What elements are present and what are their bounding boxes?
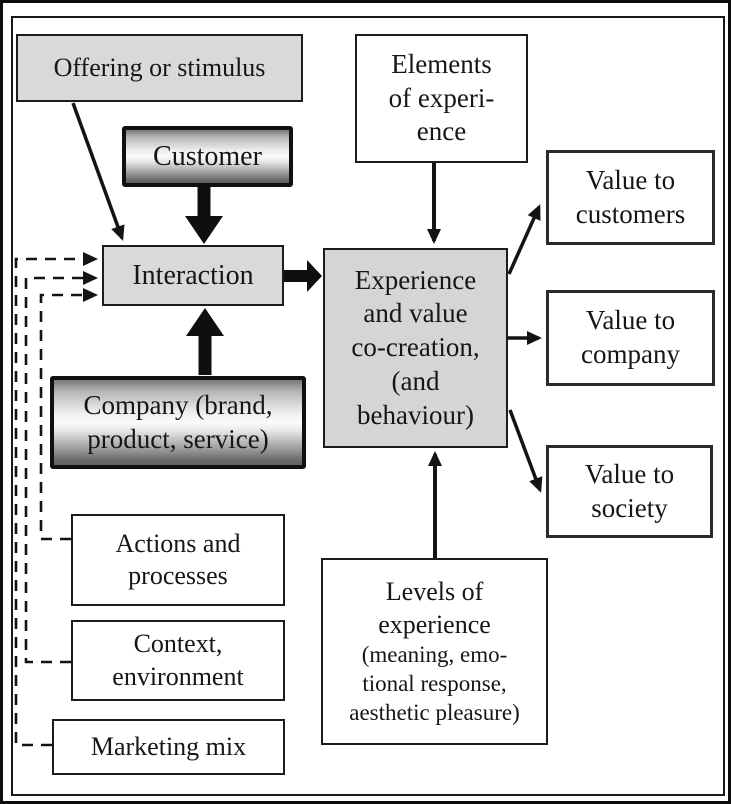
node-actions-line1: Actions and xyxy=(115,528,241,558)
node-value-to-customers: Value to customers xyxy=(546,150,715,245)
node-marketing-mix: Marketing mix xyxy=(52,719,285,775)
node-value-to-society: Value to society xyxy=(546,445,713,538)
node-elements-label-line1: Elements xyxy=(391,48,492,79)
node-context-line1: Context, xyxy=(133,629,223,658)
node-company-label-line2: product, service) xyxy=(87,423,269,454)
node-offering-or-stimulus: Offering or stimulus xyxy=(16,34,303,102)
node-company-label-line1: Company (brand, xyxy=(83,389,273,420)
node-levels-line4: tional response, xyxy=(362,671,507,697)
node-levels-line1: Levels of xyxy=(385,576,484,606)
node-interaction: Interaction xyxy=(102,245,284,306)
node-company: Company (brand, product, service) xyxy=(50,376,306,469)
node-levels-of-experience: Levels of experience (meaning, emo- tion… xyxy=(321,558,548,745)
node-experience-label-line1: Experience xyxy=(354,264,477,295)
node-value-to-company: Value to company xyxy=(546,290,715,386)
node-marketing-label: Marketing mix xyxy=(90,731,247,761)
node-offering-label: Offering or stimulus xyxy=(53,52,266,82)
node-levels-line2: experience xyxy=(378,610,491,640)
node-experience-value-cocreation: Experience and value co-creation, (and b… xyxy=(323,248,508,448)
node-experience-label-line4: (and xyxy=(391,365,440,396)
node-experience-label-line5: behaviour) xyxy=(357,399,474,430)
node-actions-line2: processes xyxy=(128,561,228,590)
node-elements-label-line3: ence xyxy=(416,116,467,147)
node-elements-label-line2: of experi- xyxy=(388,82,495,113)
node-value-customers-line1: Value to xyxy=(585,164,676,195)
node-customer: Customer xyxy=(122,126,293,187)
node-value-company-line2: company xyxy=(581,339,680,369)
node-value-society-line1: Value to xyxy=(584,458,675,489)
node-value-customers-line2: customers xyxy=(575,198,686,229)
node-elements-of-experience: Elements of experi- ence xyxy=(355,34,528,163)
node-levels-line3: (meaning, emo- xyxy=(361,642,508,668)
node-actions-and-processes: Actions and processes xyxy=(71,514,285,606)
node-customer-label: Customer xyxy=(153,141,262,172)
node-interaction-label: Interaction xyxy=(132,260,254,291)
node-context-environment: Context, environment xyxy=(71,620,285,701)
node-experience-label-line2: and value xyxy=(363,298,468,329)
node-context-line2: environment xyxy=(112,661,244,691)
node-experience-label-line3: co-creation, xyxy=(351,332,480,363)
figure-frame xyxy=(11,16,725,796)
node-levels-line5: aesthetic pleasure) xyxy=(349,700,520,726)
node-value-company-line1: Value to xyxy=(585,305,676,336)
node-value-society-line2: society xyxy=(591,492,668,523)
